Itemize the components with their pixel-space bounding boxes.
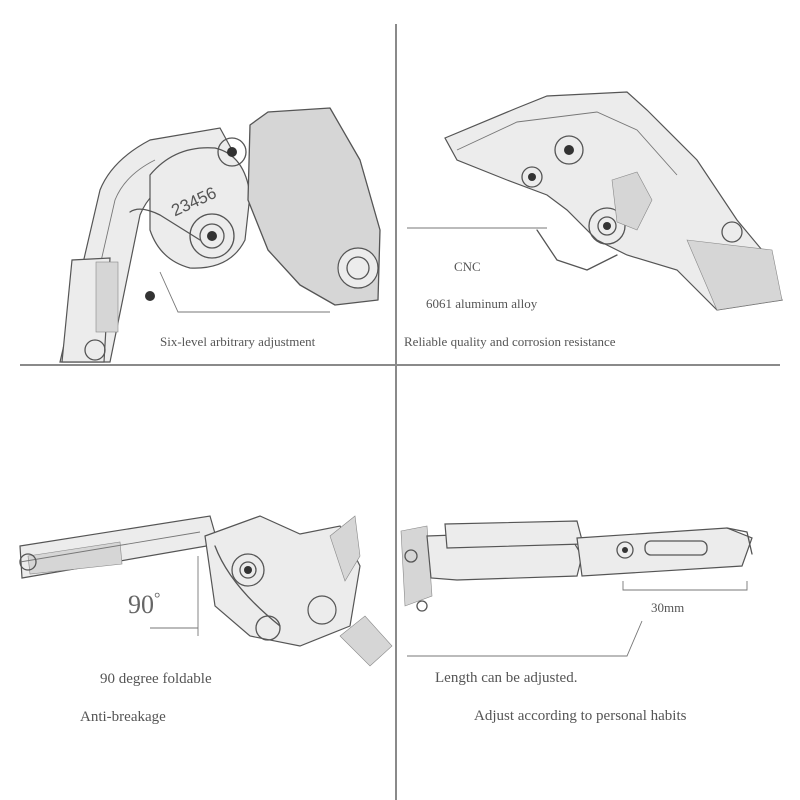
caption-foldable: 90 degree foldable bbox=[100, 671, 212, 687]
measurement-30mm: 30mm bbox=[651, 600, 685, 615]
caption-six-level: Six-level arbitrary adjustment bbox=[160, 334, 316, 349]
folding-lever-sketch bbox=[19, 515, 393, 667]
adjuster-dial-sketch: 23456 bbox=[59, 107, 381, 363]
label-alloy: 6061 aluminum alloy bbox=[426, 296, 538, 311]
caption-personal-habits: Adjust according to personal habits bbox=[474, 708, 687, 724]
vertical-divider bbox=[395, 24, 397, 800]
caption-reliable-quality: Reliable quality and corrosion resistanc… bbox=[404, 334, 616, 349]
label-cnc: CNC bbox=[454, 259, 481, 274]
caption-anti-breakage: Anti-breakage bbox=[80, 709, 166, 725]
degree-symbol: ° bbox=[154, 590, 161, 608]
horizontal-divider bbox=[20, 364, 780, 366]
angle-number: 90 bbox=[128, 590, 154, 619]
cnc-part-sketch bbox=[407, 91, 783, 311]
caption-length-adjusted: Length can be adjusted. bbox=[435, 670, 578, 686]
angle-value: 90° bbox=[128, 590, 160, 620]
extended-lever-sketch bbox=[400, 520, 753, 657]
